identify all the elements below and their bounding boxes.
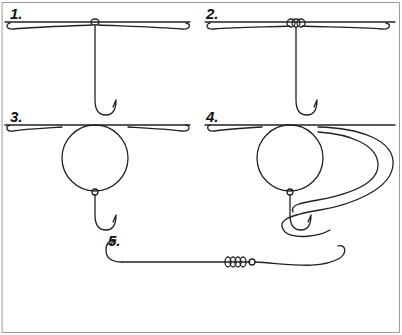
step-number: 4. xyxy=(206,109,219,124)
step-two-figure xyxy=(205,19,395,115)
step-number: 3. xyxy=(10,109,23,124)
step-one-figure xyxy=(5,19,190,115)
step-five-figure xyxy=(106,240,345,267)
step-number: 2. xyxy=(206,6,219,21)
step-three-figure xyxy=(5,125,190,230)
step-number: 1. xyxy=(10,6,23,21)
step-number: 5. xyxy=(108,233,121,248)
step-four-figure xyxy=(205,125,395,236)
